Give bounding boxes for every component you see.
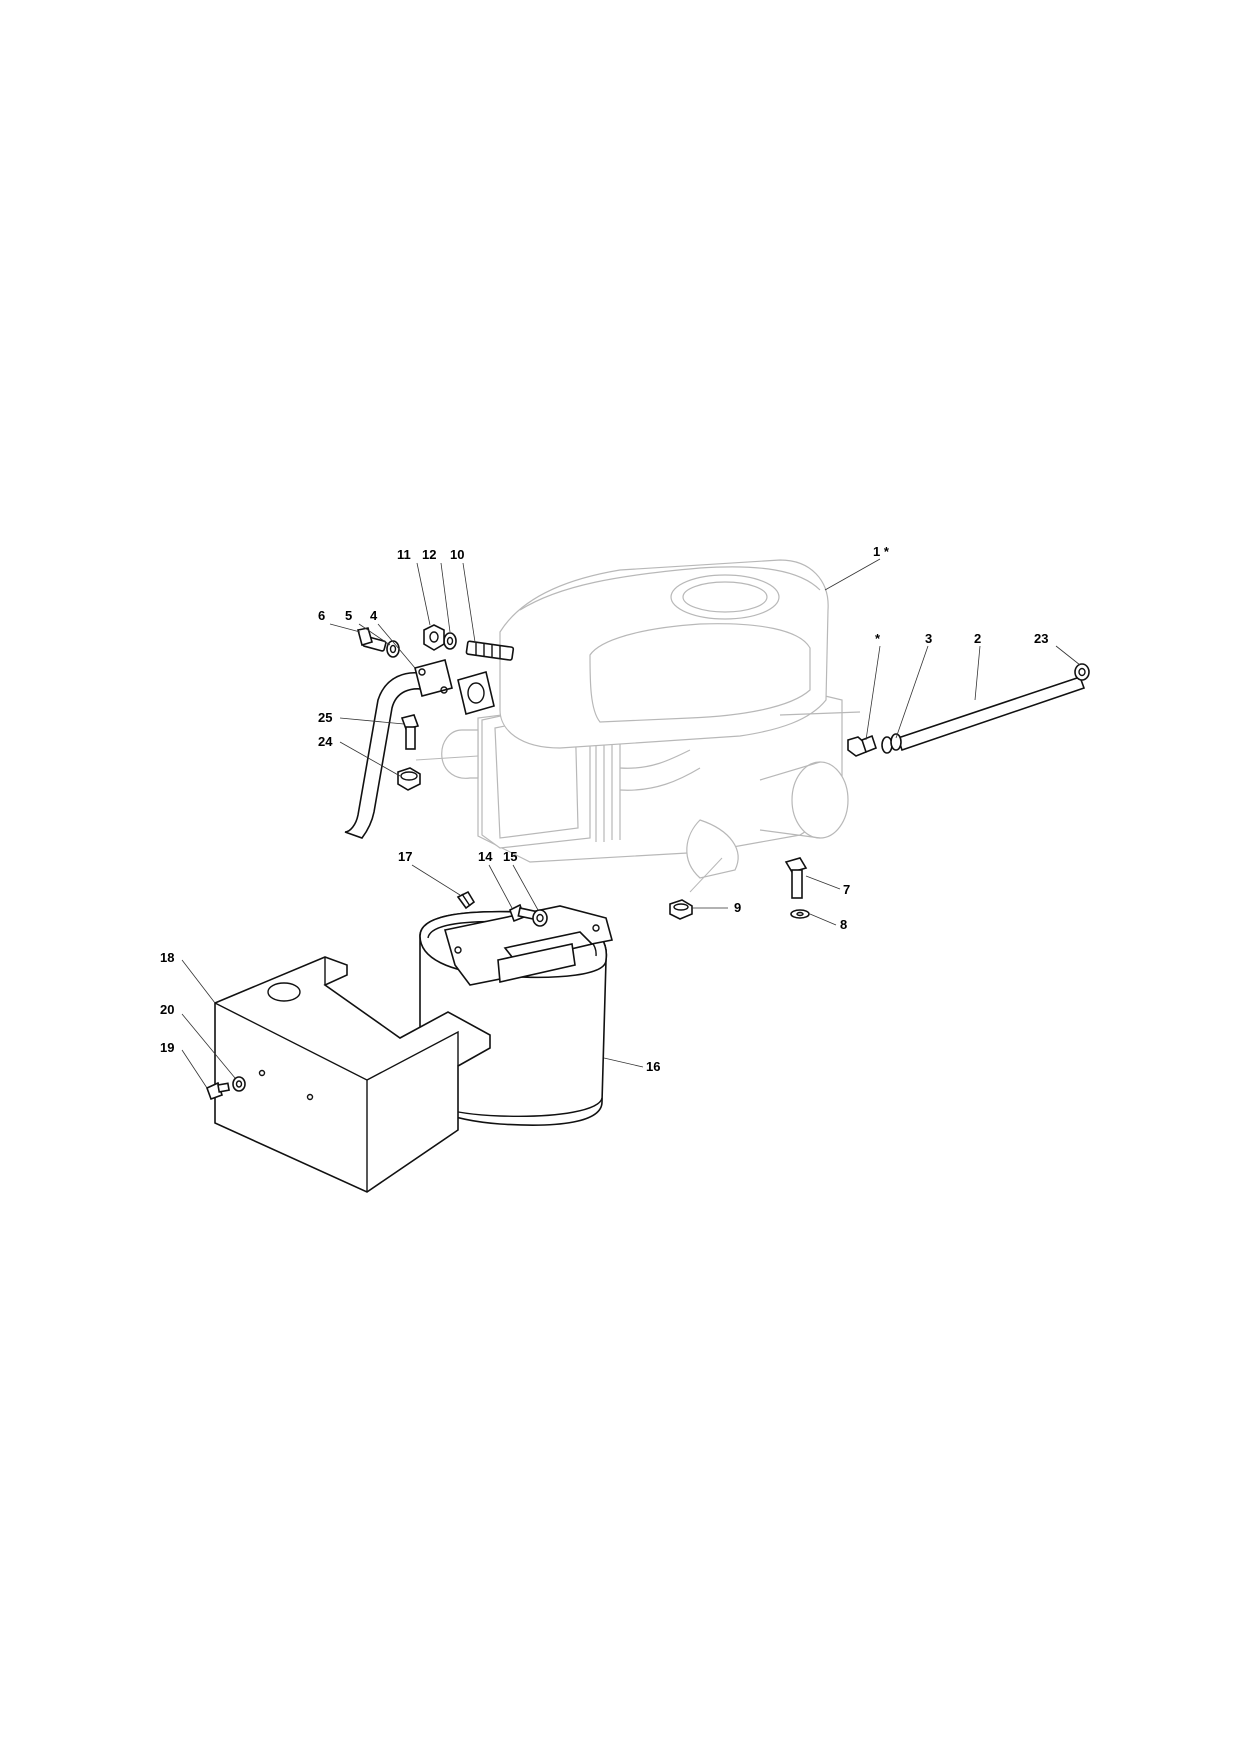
exhaust-pipe-4 (344, 659, 453, 839)
hose-clip-3 (881, 733, 902, 754)
callout-25: 25 (318, 710, 332, 725)
callout-18: 18 (160, 950, 174, 965)
nut-9 (669, 899, 693, 920)
callout-4: 4 (370, 608, 378, 623)
callout-10: 10 (450, 547, 464, 562)
clip-17 (456, 890, 476, 910)
washer-5 (386, 640, 400, 658)
callout-3: 3 (925, 631, 932, 646)
fuel-filter-star (847, 734, 877, 757)
callout-2: 2 (974, 631, 981, 646)
heat-shield-18 (214, 956, 491, 1193)
bolt-6 (357, 627, 387, 652)
callout-14: 14 (478, 849, 493, 864)
callout-24: 24 (318, 734, 333, 749)
callout-17: 17 (398, 849, 412, 864)
muffler-16 (419, 905, 613, 1126)
washer-12 (443, 632, 457, 650)
washer-15 (532, 909, 548, 927)
callout-15: 15 (503, 849, 517, 864)
callout-19: 19 (160, 1040, 174, 1055)
callout-5: 5 (345, 608, 352, 623)
callout-labels: 1 * * 3 2 23 11 12 10 6 5 4 25 24 7 8 9 … (160, 544, 1048, 1074)
bolt-19 (205, 1081, 230, 1101)
callout-20: 20 (160, 1002, 174, 1017)
washer-20 (232, 1076, 246, 1092)
hose-clip-23 (1074, 663, 1090, 681)
fuel-hose-2 (896, 675, 1086, 752)
callout-7: 7 (843, 882, 850, 897)
nut-11 (423, 624, 445, 651)
washer-8 (790, 909, 810, 919)
stud-bolt-10 (465, 640, 515, 661)
exhaust-gasket (457, 671, 495, 715)
bolt-7 (784, 857, 808, 899)
engine-assembly (441, 559, 861, 879)
callout-1: 1 * (873, 544, 890, 559)
callout-6: 6 (318, 608, 325, 623)
callout-12: 12 (422, 547, 436, 562)
bolt-25 (400, 714, 420, 750)
bolt-14 (509, 903, 537, 923)
callout-8: 8 (840, 917, 847, 932)
callout-star: * (875, 631, 881, 646)
nut-24 (397, 767, 421, 791)
callout-11: 11 (397, 547, 411, 562)
callout-23: 23 (1034, 631, 1048, 646)
leader-lines (181, 558, 1081, 1089)
callout-9: 9 (734, 900, 741, 915)
callout-16: 16 (646, 1059, 660, 1074)
